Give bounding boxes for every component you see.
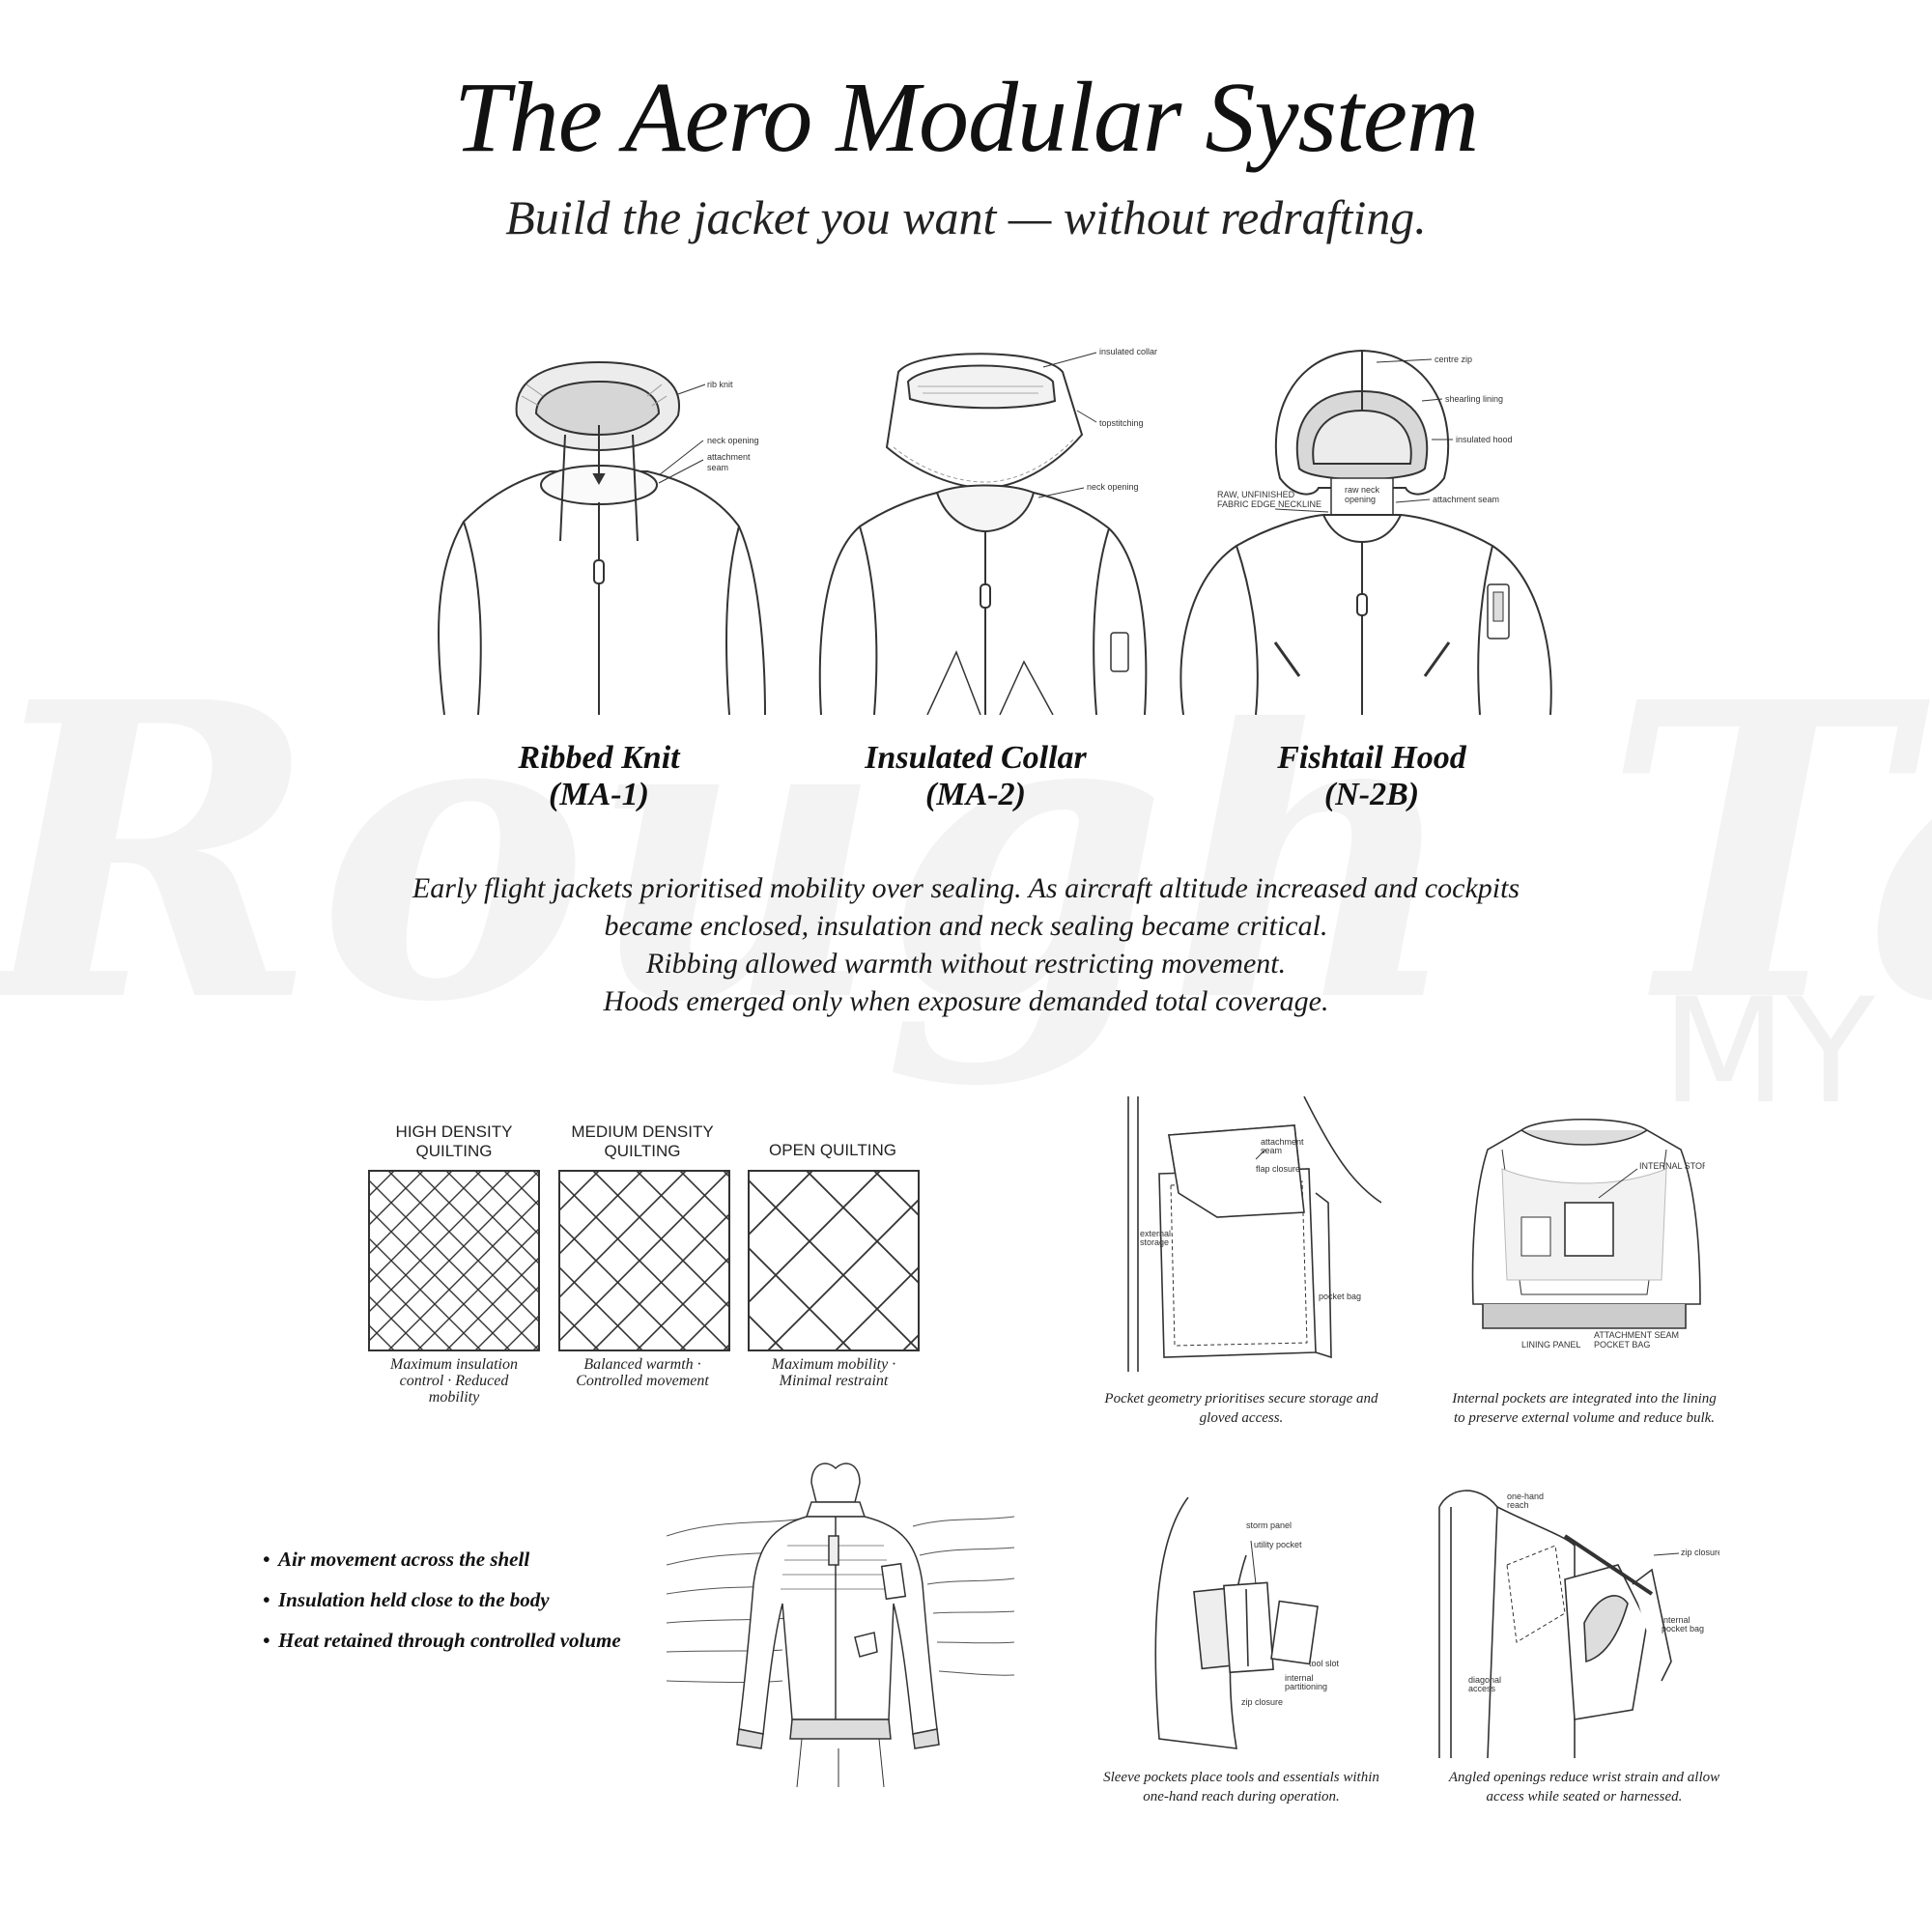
jacket-name: Ribbed Knit [518, 740, 680, 776]
svg-text:zip closure: zip closure [1241, 1697, 1283, 1707]
svg-text:opening: opening [1345, 495, 1376, 504]
quilting-heading-medium: MEDIUM DENSITY QUILTING [571, 1122, 714, 1160]
quilting-heading-high: HIGH DENSITY QUILTING [395, 1122, 513, 1160]
svg-text:access: access [1468, 1684, 1496, 1693]
svg-text:seam: seam [707, 463, 728, 472]
page-title: The Aero Modular System [453, 62, 1479, 173]
airflow-bullet: •Insulation held close to the body [263, 1588, 550, 1611]
jacket-name: Fishtail Hood [1277, 740, 1466, 776]
svg-text:INTERNAL STORAGE: INTERNAL STORAGE [1639, 1161, 1705, 1171]
airflow-jacket-illustration [667, 1459, 1014, 1787]
svg-text:one-hand: one-hand [1507, 1492, 1544, 1501]
insulated-collar-illustration: insulated collar topstitching neck openi… [802, 343, 1169, 715]
quilting-heading-open: OPEN QUILTING [769, 1141, 896, 1159]
svg-text:storm panel: storm panel [1246, 1520, 1292, 1530]
svg-text:diagonal: diagonal [1468, 1675, 1501, 1685]
svg-text:zip closure: zip closure [1681, 1548, 1719, 1557]
svg-text:pocket bag: pocket bag [1662, 1624, 1704, 1634]
airflow-bullet: •Air movement across the shell [263, 1548, 530, 1571]
pocket-caption-chest: Pocket geometry prioritises secure stora… [1104, 1391, 1378, 1426]
svg-text:neck opening: neck opening [707, 436, 759, 445]
svg-text:internal: internal [1285, 1673, 1314, 1683]
ribbed-knit-illustration: rib knit neck opening attachment seam [406, 357, 792, 715]
internal-pocket-illustration: INTERNAL STORAGE ATTACHMENT SEAM LINING … [1463, 1111, 1705, 1352]
angled-pocket-illustration: one-hand reach zip closure internal pock… [1430, 1478, 1719, 1758]
history-line: Early flight jackets prioritised mobilit… [412, 872, 1520, 904]
jacket-code: (N-2B) [1323, 777, 1420, 812]
open-quilt-swatch [747, 1169, 921, 1352]
pocket-caption-internal: Internal pockets are integrated into the… [1452, 1391, 1717, 1426]
jacket-code: (MA-2) [925, 777, 1026, 812]
svg-text:neck opening: neck opening [1087, 482, 1139, 492]
svg-text:POCKET BAG: POCKET BAG [1594, 1340, 1650, 1350]
jacket-caption-insulated-collar: Insulated Collar (MA-2) [831, 740, 1121, 813]
high-density-quilt-swatch [367, 1169, 541, 1352]
svg-text:utility pocket: utility pocket [1254, 1540, 1302, 1549]
history-line: Hoods emerged only when exposure demande… [603, 985, 1329, 1017]
history-line: Ribbing allowed warmth without restricti… [645, 948, 1287, 980]
svg-text:shearling lining: shearling lining [1445, 394, 1503, 404]
quilting-caption-high: Maximum insulation control · Reduced mob… [390, 1356, 518, 1406]
svg-text:partitioning: partitioning [1285, 1682, 1327, 1691]
svg-text:RAW, UNFINISHED: RAW, UNFINISHED [1217, 490, 1295, 499]
svg-text:reach: reach [1507, 1500, 1529, 1510]
svg-text:internal: internal [1662, 1615, 1690, 1625]
svg-text:seam: seam [1261, 1146, 1282, 1155]
pocket-caption-sleeve: Sleeve pockets place tools and essential… [1103, 1770, 1379, 1804]
svg-text:insulated hood: insulated hood [1456, 435, 1513, 444]
svg-text:insulated collar: insulated collar [1099, 347, 1157, 356]
history-paragraph: Early flight jackets prioritised mobilit… [328, 869, 1604, 1020]
airflow-bullet: •Heat retained through controlled volume [263, 1629, 621, 1652]
quilting-caption-open: Maximum mobility · Minimal restraint [771, 1356, 896, 1389]
jacket-caption-fishtail-hood: Fishtail Hood (N-2B) [1227, 740, 1517, 813]
svg-text:centre zip: centre zip [1435, 355, 1472, 364]
svg-text:topstitching: topstitching [1099, 418, 1144, 428]
page-subtitle: Build the jacket you want — without redr… [505, 190, 1427, 244]
jacket-caption-ribbed-knit: Ribbed Knit (MA-1) [454, 740, 744, 813]
medium-density-quilt-swatch [557, 1169, 731, 1352]
jacket-code: (MA-1) [549, 777, 649, 812]
history-line: became enclosed, insulation and neck sea… [604, 910, 1328, 942]
svg-text:ATTACHMENT SEAM: ATTACHMENT SEAM [1594, 1330, 1679, 1340]
svg-text:storage: storage [1140, 1237, 1169, 1247]
airflow-bullet-list: •Air movement across the shell •Insulati… [263, 1548, 678, 1670]
svg-text:raw neck: raw neck [1345, 485, 1380, 495]
svg-text:attachment: attachment [707, 452, 751, 462]
svg-text:flap closure: flap closure [1256, 1164, 1300, 1174]
svg-text:external: external [1140, 1229, 1171, 1238]
jacket-name: Insulated Collar [865, 740, 1087, 776]
sleeve-pocket-illustration: storm panel utility pocket internal part… [1150, 1497, 1381, 1753]
pocket-caption-angled: Angled openings reduce wrist strain and … [1448, 1770, 1720, 1804]
quilting-caption-medium: Balanced warmth · Controlled movement [576, 1356, 709, 1389]
svg-text:LINING PANEL: LINING PANEL [1521, 1340, 1580, 1350]
fishtail-hood-illustration: centre zip shearling lining insulated ho… [1169, 343, 1575, 715]
svg-text:attachment: attachment [1261, 1137, 1304, 1147]
svg-text:pocket bag: pocket bag [1319, 1292, 1361, 1301]
chest-pocket-illustration: attachment seam flap closure external st… [1111, 1096, 1381, 1372]
svg-text:FABRIC EDGE NECKLINE: FABRIC EDGE NECKLINE [1217, 499, 1321, 509]
svg-text:attachment seam: attachment seam [1433, 495, 1499, 504]
svg-text:rib knit: rib knit [707, 380, 733, 389]
svg-text:tool slot: tool slot [1309, 1659, 1340, 1668]
